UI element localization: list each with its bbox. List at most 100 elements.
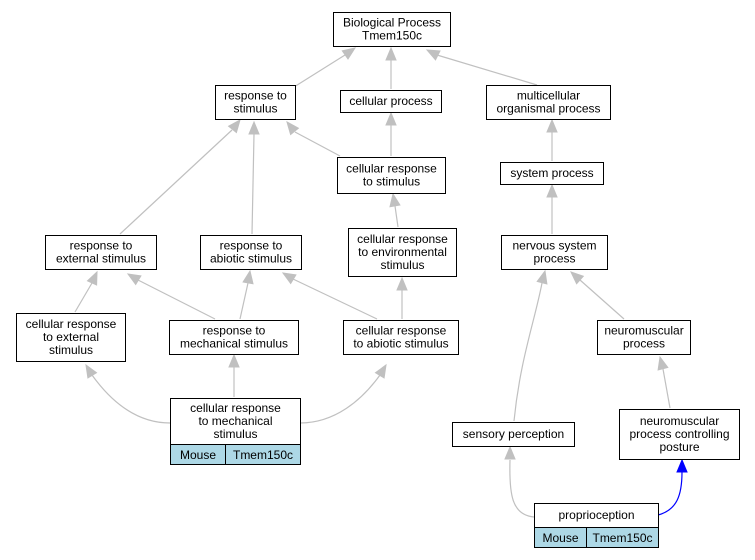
gene-cell-tmem150c[interactable]: Tmem150c bbox=[586, 527, 659, 548]
edge-line bbox=[119, 129, 233, 235]
edge-neuromusc_post-to-neuromusc bbox=[657, 355, 671, 409]
edge-neuromusc-to-nerv_sys bbox=[570, 271, 625, 320]
node-box bbox=[501, 235, 608, 270]
edge-cell_resp_env-to-cell_resp_stim bbox=[389, 192, 401, 228]
edge-line bbox=[513, 282, 543, 422]
edge-line bbox=[74, 282, 93, 313]
arrowhead-icon bbox=[248, 120, 260, 135]
node-box bbox=[200, 235, 302, 270]
arrowhead-icon bbox=[228, 353, 240, 368]
node-label-line: sensory perception bbox=[463, 427, 564, 441]
arrowhead-icon bbox=[676, 458, 688, 473]
node-label-line: multicellular bbox=[517, 89, 580, 103]
edge-line bbox=[91, 374, 171, 424]
node-box bbox=[340, 90, 442, 113]
node-label-line: to mechanical bbox=[198, 414, 272, 428]
node-box bbox=[16, 313, 126, 362]
arrowhead-icon bbox=[546, 183, 558, 198]
edge-resp_mech-to-resp_abio bbox=[239, 269, 254, 320]
arrowhead-icon bbox=[85, 363, 98, 379]
edge-cell_resp_stim-to-cell_proc bbox=[385, 111, 397, 156]
gene-cell-mouse[interactable]: Mouse bbox=[534, 527, 587, 548]
gene-cell-mouse[interactable]: Mouse bbox=[170, 444, 226, 465]
arrowhead-icon bbox=[657, 355, 669, 371]
node-box bbox=[343, 320, 459, 355]
gene-label: Mouse bbox=[542, 531, 578, 545]
node-label-line: to stimulus bbox=[363, 175, 420, 189]
gene-label: Mouse bbox=[180, 448, 216, 462]
node-sys-proc[interactable]: system process bbox=[500, 162, 604, 185]
edge-propriocep-to-neuromusc_post bbox=[657, 458, 688, 516]
edge-line bbox=[509, 459, 535, 518]
arrowhead-icon bbox=[536, 269, 548, 285]
edge-line bbox=[251, 133, 255, 235]
node-label-line: cellular response bbox=[190, 401, 281, 415]
node-box bbox=[486, 85, 611, 120]
node-label-line: neuromuscular bbox=[604, 324, 683, 338]
edge-sys_proc-to-multi_org bbox=[546, 118, 558, 161]
arrowhead-icon bbox=[227, 118, 241, 134]
node-box bbox=[500, 162, 604, 185]
edge-resp_stim-to-bp_root bbox=[293, 47, 357, 88]
node-label-line: system process bbox=[510, 166, 593, 180]
node-box bbox=[348, 228, 457, 277]
gene-label: Tmem150c bbox=[233, 448, 293, 462]
arrowhead-icon bbox=[389, 192, 401, 208]
node-box bbox=[169, 320, 299, 355]
edge-propriocep-to-sens_perc bbox=[504, 445, 535, 518]
arrowhead-icon bbox=[396, 276, 408, 291]
edge-cell_resp_mech-to-cell_resp_abio bbox=[299, 363, 387, 424]
arrowhead-icon bbox=[86, 270, 98, 286]
edge-multi_org-to-bp_root bbox=[425, 49, 538, 86]
gene-cell-tmem150c[interactable]: Tmem150c bbox=[225, 444, 301, 465]
node-box bbox=[597, 320, 691, 355]
edge-sens_perc-to-nerv_sys bbox=[513, 269, 548, 422]
node-label-line: cellular process bbox=[349, 94, 432, 108]
node-label-line: stimulus bbox=[49, 343, 93, 357]
gene-cell-box bbox=[225, 444, 301, 465]
arrowhead-icon bbox=[374, 363, 387, 379]
arrowhead-icon bbox=[281, 272, 297, 285]
arrowhead-icon bbox=[242, 269, 254, 285]
node-label-line: neuromuscular bbox=[640, 414, 719, 428]
edge-line bbox=[239, 282, 249, 320]
node-box bbox=[337, 157, 446, 194]
edge-line bbox=[662, 368, 671, 409]
node-label-line: stimulus bbox=[380, 258, 424, 272]
node-box bbox=[215, 85, 296, 120]
edge-line bbox=[436, 54, 538, 86]
edge-line bbox=[293, 54, 346, 88]
arrowhead-icon bbox=[385, 46, 397, 61]
node-label-line: proprioception bbox=[558, 508, 634, 522]
node-label-line: abiotic stimulus bbox=[210, 252, 292, 266]
node-label-line: response to bbox=[203, 324, 266, 338]
node-label-line: Biological Process bbox=[343, 16, 441, 30]
edge-resp_mech-to-resp_ext bbox=[126, 273, 216, 320]
gene-cell-box bbox=[586, 527, 659, 548]
edge-cell_resp_ext-to-resp_ext bbox=[74, 270, 98, 313]
node-label-line: mechanical stimulus bbox=[180, 337, 288, 351]
arrowhead-icon bbox=[286, 120, 300, 136]
node-cell-proc[interactable]: cellular process bbox=[340, 90, 442, 113]
node-sens-perc[interactable]: sensory perception bbox=[452, 422, 575, 447]
arrowhead-icon bbox=[504, 445, 516, 460]
edge-cell_resp_abio-to-resp_abio bbox=[281, 272, 378, 320]
node-label-line: response to bbox=[70, 239, 133, 253]
node-box bbox=[45, 235, 157, 270]
